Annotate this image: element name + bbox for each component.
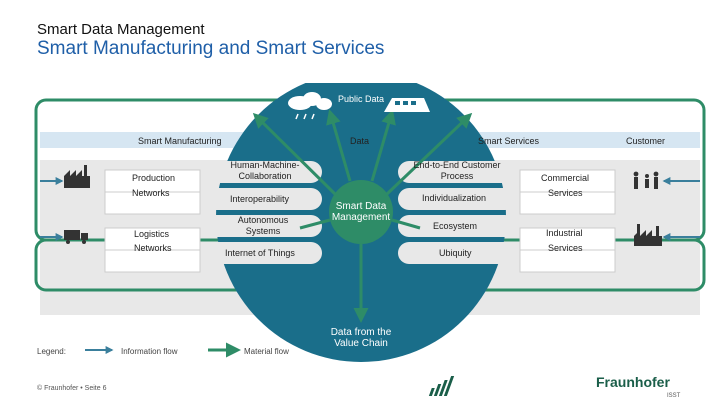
left-side-arrows: [40, 177, 64, 241]
logistics-label: Logistics: [134, 229, 170, 239]
band-data: Data: [350, 136, 370, 146]
commercial-box: [519, 169, 616, 215]
fraunhofer-logo-sub: ISST: [667, 393, 681, 399]
legend-title: Legend:: [37, 347, 66, 356]
topic-iot: Internet of Things: [225, 248, 295, 258]
smart-data-circle: [329, 180, 393, 244]
industrial-label-2: Services: [548, 243, 583, 253]
page-title: Smart Manufacturing and Smart Services: [37, 38, 385, 59]
train-windows: [395, 101, 416, 105]
topic-individualization: Individualization: [422, 193, 487, 203]
footer-text: © Fraunhofer • Seite 6: [37, 385, 107, 392]
band-customer: Customer: [626, 136, 666, 146]
production-label-2: Networks: [132, 188, 170, 198]
production-label: Production: [132, 173, 176, 183]
logistics-box: [104, 227, 201, 273]
supertitle: Smart Data Management: [37, 21, 205, 38]
cloud-icon: [288, 92, 332, 110]
production-box: [104, 169, 201, 215]
logistics-label-2: Networks: [134, 243, 172, 253]
topic-interoperability: Interoperability: [230, 194, 290, 204]
factory-icon: [64, 165, 90, 188]
data-flow-arrows: [252, 109, 473, 323]
topic-ubiquity: Ubiquity: [439, 248, 472, 258]
commercial-label: Commercial: [541, 173, 590, 183]
cloud-rain: [295, 113, 315, 120]
industry-icon: [634, 224, 662, 246]
topic-autonomous: Autonomous Systems: [237, 215, 289, 236]
commercial-label-2: Services: [548, 188, 583, 198]
band-smart-manufacturing: Smart Manufacturing: [138, 136, 222, 146]
industrial-label: Industrial: [546, 228, 583, 238]
topic-ecosystem: Ecosystem: [433, 221, 478, 231]
center-label: Smart Data Management: [331, 201, 391, 223]
value-chain-label: Data from the Value Chain: [330, 327, 392, 349]
legend-material-label: Material flow: [244, 347, 289, 356]
legend-info-label: Information flow: [121, 347, 178, 356]
public-data-label: Public Data: [337, 94, 385, 104]
family-icon: [633, 171, 659, 189]
industrial-box: [519, 227, 616, 273]
topic-human-machine: Human-Machine-Collaboration: [230, 160, 300, 181]
truck-icon: [64, 230, 88, 244]
right-side-arrows: [662, 177, 700, 241]
manufacturing-topic-pills: [204, 161, 516, 264]
topic-end-to-end: End-to-End Customer Process: [413, 160, 501, 181]
band-smart-services: Smart Services: [478, 136, 540, 146]
fraunhofer-logo-icon: [428, 376, 455, 396]
fraunhofer-logo-text: Fraunhofer: [596, 374, 670, 390]
